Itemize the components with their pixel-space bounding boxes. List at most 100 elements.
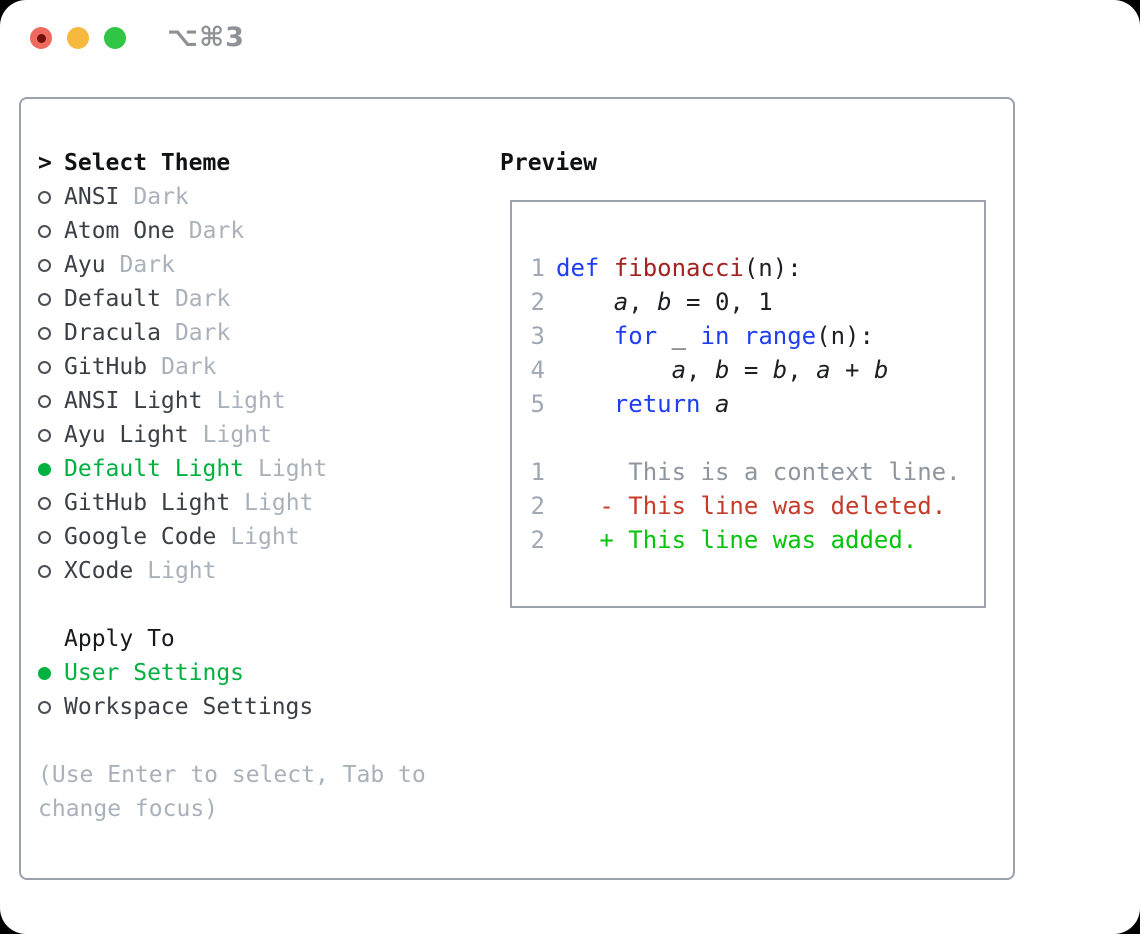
preview-code-line: 2 + This line was added.	[530, 523, 984, 557]
radio-bullet-icon	[38, 292, 64, 306]
radio-bullet-icon	[38, 224, 64, 238]
line-content: This is a context line.	[556, 458, 961, 486]
theme-option[interactable]: Ayu Dark	[38, 248, 478, 282]
apply-to-title: Apply To	[64, 626, 175, 652]
option-variant-label: Dark	[161, 354, 217, 380]
theme-picker-column: > Select Theme ANSI Dark Atom One Dark A…	[38, 146, 478, 826]
minimize-button[interactable]	[67, 27, 89, 49]
option-label: Default	[64, 286, 161, 312]
option-variant-label: Light	[216, 388, 286, 414]
theme-option[interactable]: Default Dark	[38, 282, 478, 316]
option-variant-label: Light	[147, 558, 217, 584]
line-content: + This line was added.	[599, 526, 918, 554]
option-variant-label: Dark	[174, 286, 231, 312]
line-content: a, b = 0, 1	[613, 288, 773, 316]
radio-bullet-icon	[38, 564, 64, 578]
radio-bullet-icon	[38, 360, 64, 374]
option-variant-label: Light	[244, 490, 314, 516]
radio-bullet-icon	[38, 496, 64, 510]
preview-code-line	[530, 421, 984, 455]
apply-to-heading: Apply To	[38, 622, 478, 656]
preview-code-line: 3 for _ in range(n):	[530, 319, 984, 353]
preview-code-line: 1 def fibonacci(n):	[530, 251, 984, 285]
preview-code-line: 2 - This line was deleted.	[530, 489, 984, 523]
apply-to-option[interactable]: Workspace Settings	[38, 690, 478, 724]
option-label: GitHub	[64, 354, 148, 380]
maximize-button[interactable]	[104, 27, 126, 49]
line-number: 2	[530, 492, 545, 520]
option-label: Ayu	[64, 252, 106, 278]
option-variant-label: Dark	[188, 218, 245, 244]
theme-option[interactable]: GitHub Dark	[38, 350, 478, 384]
line-number: 1	[530, 458, 545, 486]
radio-bullet-icon	[38, 190, 64, 204]
theme-option[interactable]: Default Light Light	[38, 452, 478, 486]
option-label: Dracula	[64, 320, 161, 346]
option-variant-label: Light	[230, 524, 300, 550]
theme-picker-panel: > Select Theme ANSI Dark Atom One Dark A…	[19, 97, 1015, 880]
help-text: (Use Enter to select, Tab to change focu…	[38, 762, 426, 822]
line-number: 2	[530, 526, 545, 554]
radio-bullet-icon	[38, 428, 64, 442]
line-number: 4	[530, 356, 545, 384]
line-number: 5	[530, 390, 545, 418]
theme-option[interactable]: Atom One Dark	[38, 214, 478, 248]
theme-list: ANSI Dark Atom One Dark Ayu Dark Default…	[38, 180, 478, 588]
line-content: a, b = b, a + b	[671, 356, 889, 384]
option-variant-label: Dark	[119, 252, 175, 278]
option-label: Default Light	[64, 456, 245, 482]
theme-option[interactable]: Dracula Dark	[38, 316, 478, 350]
option-label: ANSI Light	[64, 388, 203, 414]
option-variant-label: Light	[202, 422, 272, 448]
theme-option[interactable]: Google Code Light	[38, 520, 478, 554]
option-label: Ayu Light	[64, 422, 189, 448]
select-theme-heading: > Select Theme	[38, 146, 478, 180]
line-content: return a	[613, 390, 730, 418]
window-hotkey-label: ⌥⌘3	[167, 22, 245, 53]
theme-option[interactable]: XCode Light	[38, 554, 478, 588]
line-content: def fibonacci(n):	[556, 254, 802, 282]
radio-bullet-icon	[38, 326, 64, 340]
line-number	[530, 421, 545, 455]
radio-bullet-icon	[38, 666, 64, 680]
apply-to-list: User Settings Workspace Settings	[38, 656, 478, 724]
traffic-lights	[30, 27, 126, 49]
apply-to-option[interactable]: User Settings	[38, 656, 478, 690]
titlebar: ⌥⌘3	[0, 0, 1140, 76]
line-number: 3	[530, 322, 545, 350]
section-gap	[38, 588, 478, 622]
preview-code-line: 5 return a	[530, 387, 984, 421]
theme-option[interactable]: GitHub Light Light	[38, 486, 478, 520]
unsaved-changes-dot-icon	[36, 33, 46, 43]
radio-bullet-icon	[38, 700, 64, 714]
radio-bullet-icon	[38, 394, 64, 408]
option-variant-label: Dark	[133, 184, 189, 210]
preview-code-line: 4 a, b = b, a + b	[530, 353, 984, 387]
section-gap	[38, 724, 478, 758]
option-label: GitHub Light	[64, 490, 231, 516]
radio-bullet-icon	[38, 462, 64, 476]
preview-code-line: 2 a, b = 0, 1	[530, 285, 984, 319]
option-label: Google Code	[64, 524, 217, 550]
theme-option[interactable]: ANSI Dark	[38, 180, 478, 214]
close-button[interactable]	[30, 27, 52, 49]
preview-title: Preview	[500, 150, 597, 176]
select-theme-title: Select Theme	[64, 150, 231, 176]
option-label: XCode	[64, 558, 134, 584]
option-label: Workspace Settings	[64, 694, 314, 720]
line-number: 1	[530, 254, 545, 282]
preview-code-line: 1 This is a context line.	[530, 455, 984, 489]
line-content: for _ in range(n):	[613, 322, 874, 350]
preview-box: 1 def fibonacci(n): 2 a, b = 0, 1 3 for …	[510, 200, 986, 608]
theme-option[interactable]: Ayu Light Light	[38, 418, 478, 452]
option-label: Atom One	[64, 218, 175, 244]
radio-bullet-icon	[38, 530, 64, 544]
option-variant-label: Light	[258, 456, 328, 482]
line-content: - This line was deleted.	[599, 492, 947, 520]
option-variant-label: Dark	[174, 320, 231, 346]
theme-option[interactable]: ANSI Light Light	[38, 384, 478, 418]
focus-caret-icon: >	[38, 150, 52, 176]
radio-bullet-icon	[38, 258, 64, 272]
line-number: 2	[530, 288, 545, 316]
